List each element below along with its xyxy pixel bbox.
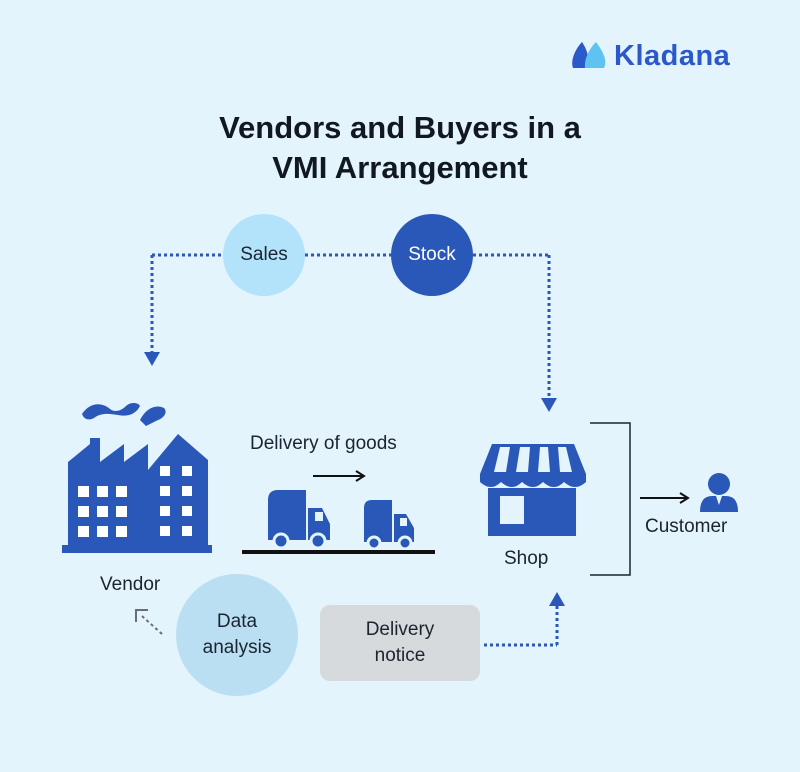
customer-label: Customer bbox=[645, 516, 728, 537]
customer-icon bbox=[700, 473, 738, 512]
data-analysis-node: Data analysis bbox=[176, 574, 298, 696]
arrowhead-to-shop bbox=[541, 398, 557, 412]
sales-node: Sales bbox=[223, 214, 305, 296]
connector-analysis-vendor bbox=[141, 615, 163, 635]
factory-icon bbox=[62, 403, 212, 553]
truck-icon bbox=[268, 490, 330, 550]
delivery-of-goods-label: Delivery of goods bbox=[250, 433, 397, 454]
delivery-notice-line-2: notice bbox=[374, 645, 426, 666]
shop-bracket bbox=[590, 422, 631, 576]
delivery-arrow-head bbox=[355, 470, 366, 482]
arrowhead-notice-up bbox=[549, 592, 565, 606]
shop-icon bbox=[480, 444, 586, 536]
delivery-notice-line-1: Delivery bbox=[365, 619, 435, 640]
title-line-1: Vendors and Buyers in a bbox=[219, 110, 581, 145]
brand-logo: Kladana bbox=[570, 38, 750, 74]
data-analysis-line-1: Data bbox=[216, 611, 258, 632]
vendor-label: Vendor bbox=[100, 574, 161, 595]
stock-node: Stock bbox=[391, 214, 473, 296]
kladana-logo-icon bbox=[572, 42, 606, 68]
delivery-notice-node: Delivery notice bbox=[320, 605, 480, 681]
diagram-title: Vendors and Buyers in a VMI Arrangement bbox=[150, 108, 650, 188]
arrowhead-analysis-vendor bbox=[135, 609, 148, 622]
arrowhead-to-vendor bbox=[144, 352, 160, 366]
brand-name: Kladana bbox=[614, 40, 731, 72]
delivery-road bbox=[242, 550, 435, 554]
stock-label: Stock bbox=[408, 244, 456, 265]
shop-label: Shop bbox=[504, 548, 549, 569]
sales-label: Sales bbox=[240, 244, 288, 265]
customer-arrow-head bbox=[679, 492, 690, 504]
data-analysis-line-2: analysis bbox=[202, 637, 272, 658]
truck-icon bbox=[364, 500, 414, 551]
title-line-2: VMI Arrangement bbox=[272, 150, 528, 185]
